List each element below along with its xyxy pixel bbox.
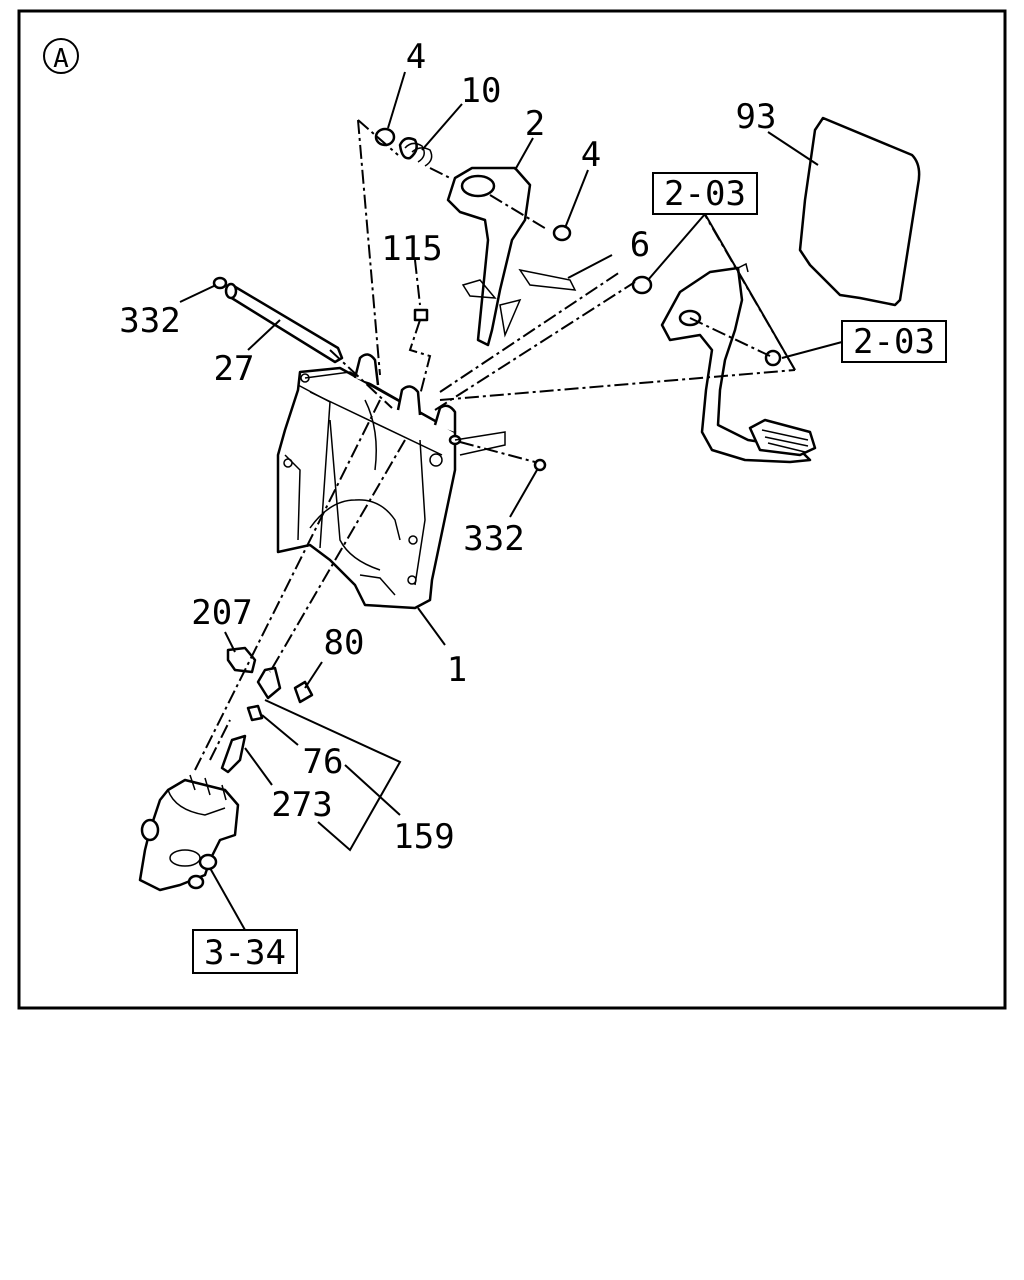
callout-4-right: 4: [581, 135, 601, 175]
pedal-pad-part: [798, 116, 921, 307]
callout-box-3-34: [192, 929, 298, 974]
callout-box-2-03-right: [841, 320, 947, 363]
diagram-frame: [17, 9, 1007, 1010]
callout-332-right: 332: [463, 519, 524, 559]
callout-2: 2: [525, 104, 545, 144]
callout-1: 1: [447, 650, 467, 690]
callout-76: 76: [303, 742, 344, 782]
leader-lines: [179, 71, 843, 931]
small-parts: [212, 127, 547, 472]
clutch-pedal-part: [446, 166, 577, 347]
callout-332-left: 332: [119, 301, 180, 341]
section-marker: A: [43, 38, 79, 74]
callout-80: 80: [324, 623, 365, 663]
callout-3-34: 3-34: [204, 933, 286, 973]
callout-93: 93: [736, 97, 777, 137]
callout-115: 115: [381, 229, 442, 269]
callout-27: 27: [214, 349, 255, 389]
callout-159: 159: [393, 817, 454, 857]
callout-273: 273: [271, 785, 332, 825]
callout-4-top: 4: [406, 37, 426, 77]
clevis-parts: [220, 646, 314, 774]
master-cylinder-part: [138, 774, 240, 892]
callout-10: 10: [461, 71, 502, 111]
callout-2-03-right: 2-03: [853, 322, 935, 362]
shaft-part: [224, 282, 344, 364]
callout-2-03-top: 2-03: [664, 174, 746, 214]
callout-207: 207: [191, 593, 252, 633]
callout-box-2-03-top: [652, 172, 758, 215]
section-marker-label: A: [53, 44, 69, 74]
brake-pedal-part: [631, 262, 817, 464]
callout-6: 6: [630, 225, 650, 265]
pedal-bracket-part: [276, 353, 457, 610]
